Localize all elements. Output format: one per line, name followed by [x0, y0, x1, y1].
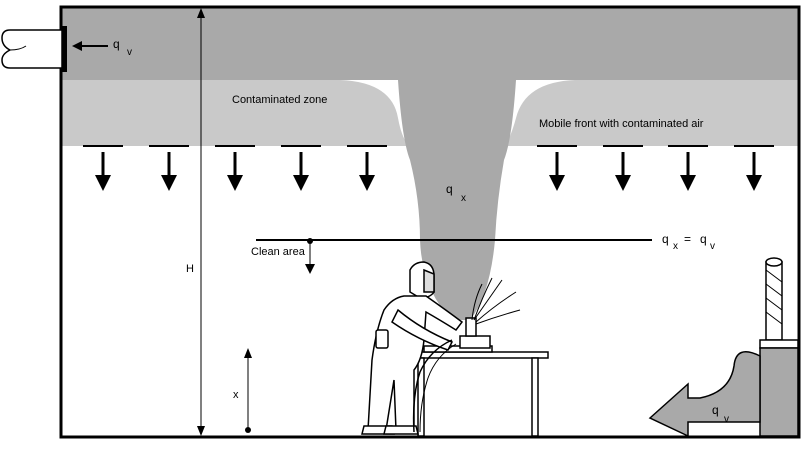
down-arrow-icon	[603, 145, 643, 191]
plume-flow-symbol: q	[446, 182, 453, 196]
welding-cable-2	[419, 343, 457, 433]
mobile-front-right	[504, 80, 798, 146]
sparks-icon	[471, 277, 521, 325]
downward-arrows	[83, 145, 774, 191]
supply-flow-symbol: q	[113, 37, 120, 51]
x-base-marker	[245, 427, 251, 433]
exhaust-terminal-icon	[759, 257, 799, 437]
upper-contaminated-layer	[62, 8, 798, 80]
room-outline	[59, 5, 801, 439]
plume-flow-subscript: x	[461, 193, 466, 204]
front-drop-arrow-icon	[305, 264, 315, 274]
x-arrow-top-icon	[244, 348, 252, 358]
exhaust-flow-symbol: q	[712, 403, 719, 417]
height-arrow-bottom-icon	[197, 426, 205, 436]
return-air-arrow-icon	[648, 351, 761, 438]
down-arrow-icon	[83, 145, 123, 191]
welder-worker-icon	[361, 261, 464, 435]
down-arrow-icon	[149, 145, 189, 191]
down-arrow-icon	[537, 145, 577, 191]
height-label: H	[186, 263, 194, 275]
down-arrow-icon	[668, 145, 708, 191]
supply-duct-icon	[1, 26, 67, 72]
equation-rhs-symbol: q	[700, 232, 707, 246]
contaminated-zone-left	[62, 80, 410, 146]
height-arrow-top-icon	[197, 8, 205, 18]
x-height-label: x	[233, 389, 239, 401]
clean-area-label: Clean area	[251, 246, 306, 258]
welding-cable	[412, 339, 453, 433]
contaminated-zone-label: Contaminated zone	[232, 94, 327, 106]
equation-rhs-subscript: v	[710, 241, 715, 252]
down-arrow-icon	[347, 145, 387, 191]
workbench-icon	[411, 317, 549, 437]
equation-lhs-symbol: q	[662, 232, 669, 246]
contaminant-plume	[398, 80, 516, 320]
down-arrow-icon	[281, 145, 321, 191]
down-arrow-icon	[734, 145, 774, 191]
equation-equals: =	[684, 232, 691, 246]
supply-flow-subscript: v	[127, 47, 132, 58]
down-arrow-icon	[215, 145, 255, 191]
mobile-front-label: Mobile front with contaminated air	[539, 118, 704, 130]
inflow-arrowhead-icon	[72, 41, 82, 51]
equation-lhs-subscript: x	[673, 241, 678, 252]
exhaust-flow-subscript: v	[724, 414, 729, 425]
